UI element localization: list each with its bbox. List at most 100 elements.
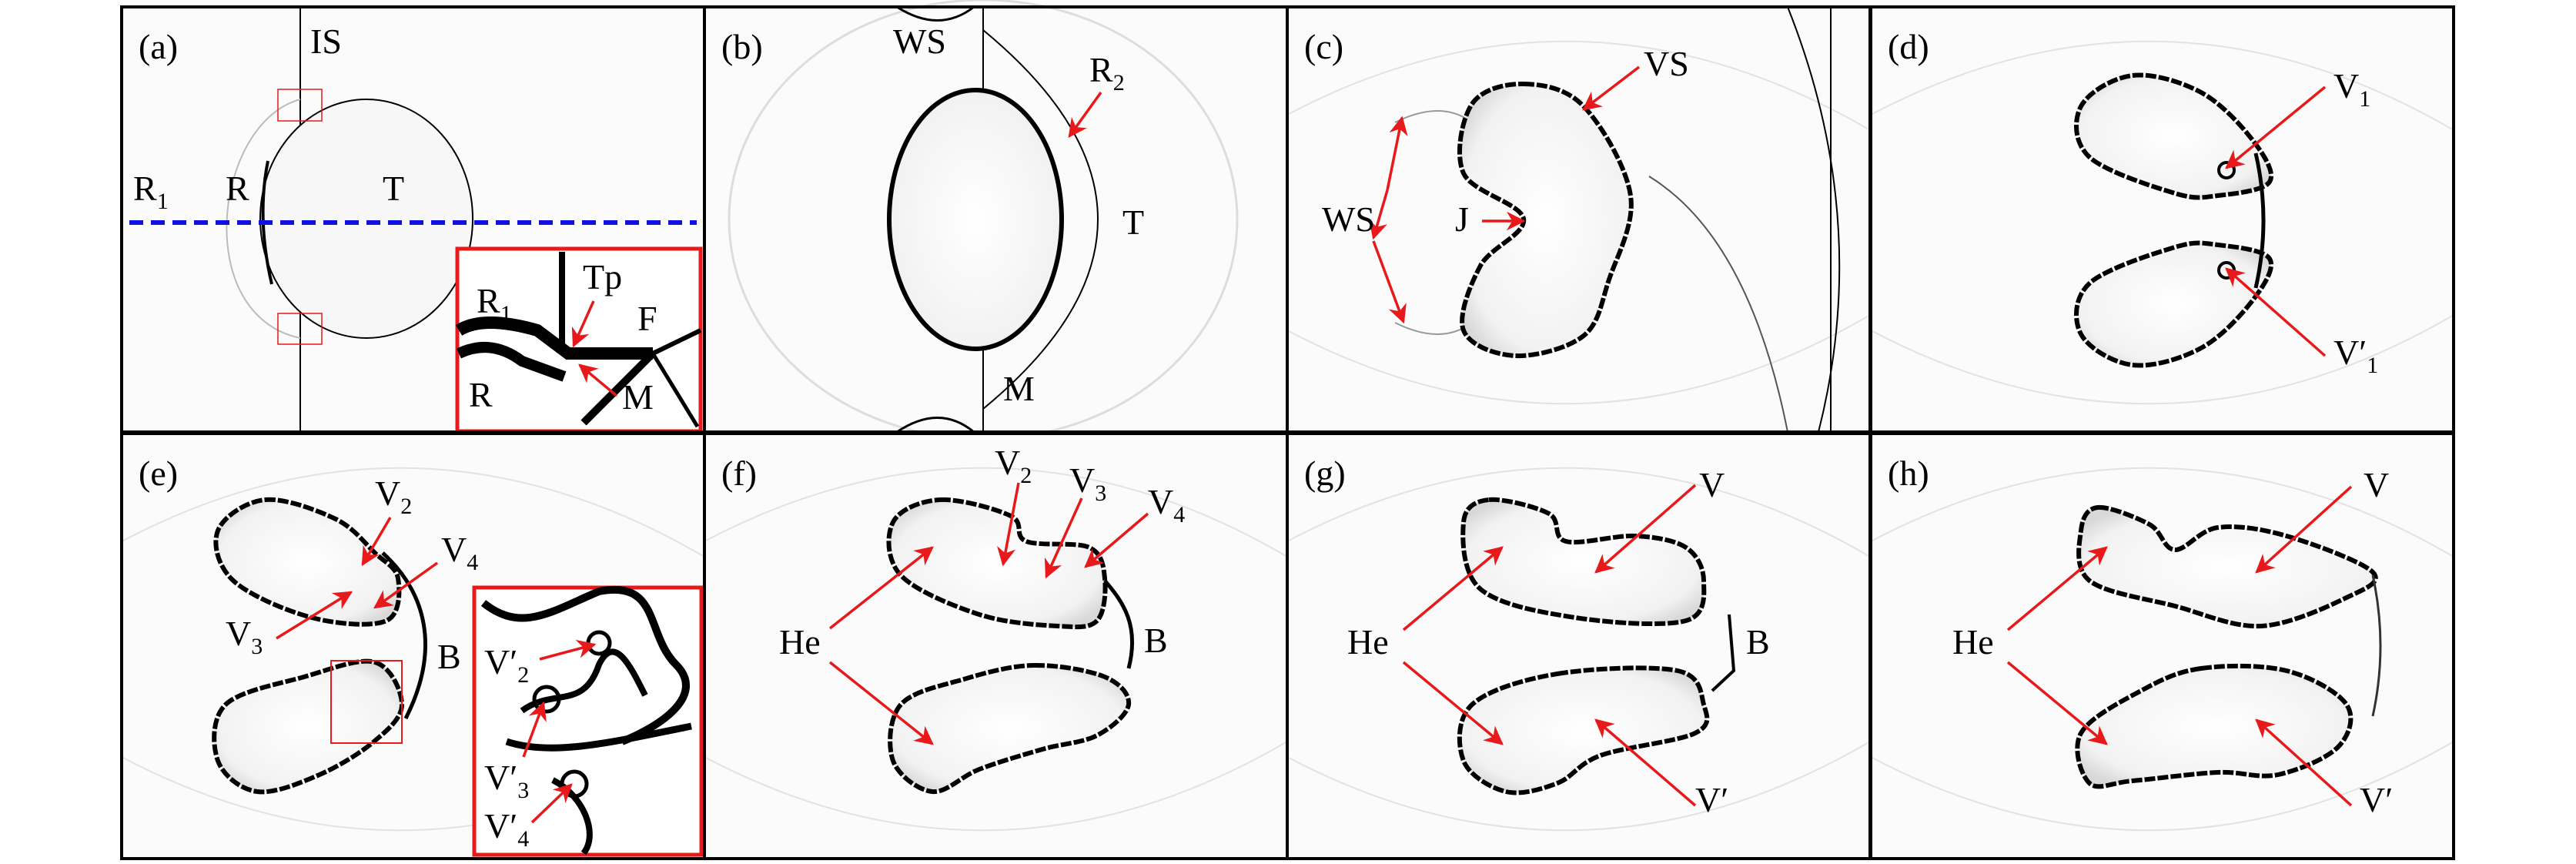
annotation-label: V [1699,465,1725,504]
inset-structure [520,648,648,714]
faint-wave [1870,40,2454,131]
inset-structure [480,586,691,745]
annotation-symbol: V [375,474,400,513]
lower-lobe [888,662,1132,795]
annotation-symbol: B [1144,621,1168,660]
upper-lobe [2076,504,2378,629]
lower-lobe [2074,240,2273,368]
annotation-label: Tp [583,257,622,296]
panel-label: (f) [721,454,757,493]
annotation-label: VS [1644,44,1689,83]
inset-front [455,316,653,360]
zoom-box [277,313,323,345]
annotation-label: He [1952,622,1994,661]
bubble-bottom-arc [896,417,975,434]
bridge-B [1103,579,1135,669]
annotation-subscript: 1 [2359,86,2370,112]
annotation-label: WS [1322,199,1375,239]
annotation-arrow [276,591,353,640]
annotation-symbol: V [2364,465,2389,504]
annotation-symbol: V [1069,460,1095,500]
annotation-label: R1 [477,281,512,327]
annotation-label: V′ [1695,780,1728,819]
annotation-subscript: 2 [1020,463,1032,488]
annotation-symbol: M [622,377,654,417]
panel-image [1870,434,2454,859]
annotation-label: V′ [2360,780,2393,819]
panel-c: (c) VS WS J [1286,5,1872,434]
annotation-symbol: V′ [1695,780,1728,819]
panel-image [122,7,704,434]
annotation-label: V1 [2333,66,2370,112]
annotation-symbol: R [477,281,500,320]
annotation-label: V′4 [484,806,529,852]
annotation-subscript: 2 [1113,70,1125,95]
panel-background [1871,434,2454,859]
annotation-subscript: 3 [517,778,529,803]
annotation-label: J [1455,199,1469,239]
vortex-ring-interface [1457,81,1634,359]
annotation-symbol: V [1148,482,1173,521]
inset-structure [505,722,692,752]
panel-image [121,434,705,859]
annotation-label: V4 [441,530,478,575]
inset-front [456,342,567,382]
upper-lobe [1460,497,1707,627]
annotations: VS WS J [1322,44,1689,324]
panel-image [704,434,1288,859]
annotations: V1V′1 [2225,66,2378,378]
annotation-label: He [779,622,821,661]
annotation-label: V2 [375,474,412,519]
panel-label: (b) [721,27,763,66]
annotation-symbol: VS [1644,44,1689,83]
panel-label: (e) [139,454,178,493]
annotation-arrow [1369,189,1389,240]
shock-arc [1787,6,1841,433]
annotation-subscript: 1 [157,189,169,214]
panel-background [1287,434,1870,859]
annotation-subscript: 1 [500,301,512,327]
annotation-label: V2 [995,443,1032,488]
panel-image [1870,7,2454,432]
annotation-subscript: 1 [2367,353,2378,378]
inset-magnified [472,585,704,857]
annotation-label: V′1 [2333,333,2378,378]
annotation-symbol: J [1455,199,1469,239]
annotation-arrow [2225,85,2327,169]
annotation-symbol: B [1746,622,1770,661]
annotation-arrow [1386,116,1408,191]
bridge-B [381,551,427,720]
panel-image [704,0,1287,440]
annotation-label: V3 [1069,460,1106,506]
inset-magnified [455,246,703,434]
annotation-arrow [1044,497,1083,579]
inset-edge [651,328,702,356]
annotation-label: B [437,637,461,676]
annotation-symbol: WS [893,22,946,61]
annotation-symbol: V [995,443,1020,482]
annotation-label: V3 [226,614,263,659]
panel-label: (c) [1304,27,1343,66]
annotation-symbol: M [1003,369,1035,408]
faint-wave [1286,741,1871,832]
annotation-symbol: V′ [484,806,517,846]
annotation-arrow [1372,240,1407,324]
bridge [2371,574,2382,717]
stalk [2253,152,2266,289]
bubble-interface [259,99,473,339]
annotation-symbol: He [779,622,821,661]
annotation-arrow [539,639,597,661]
reflected-wave-arc [226,99,301,339]
annotation-subscript: 4 [1173,502,1185,527]
annotation-arrow [2255,485,2353,574]
wave-arc [1648,176,1788,433]
transmitted-shock [982,29,1099,410]
annotation-symbol: Tp [583,257,622,296]
annotation-label: M [1003,369,1035,408]
annotation-label: He [1347,622,1389,661]
